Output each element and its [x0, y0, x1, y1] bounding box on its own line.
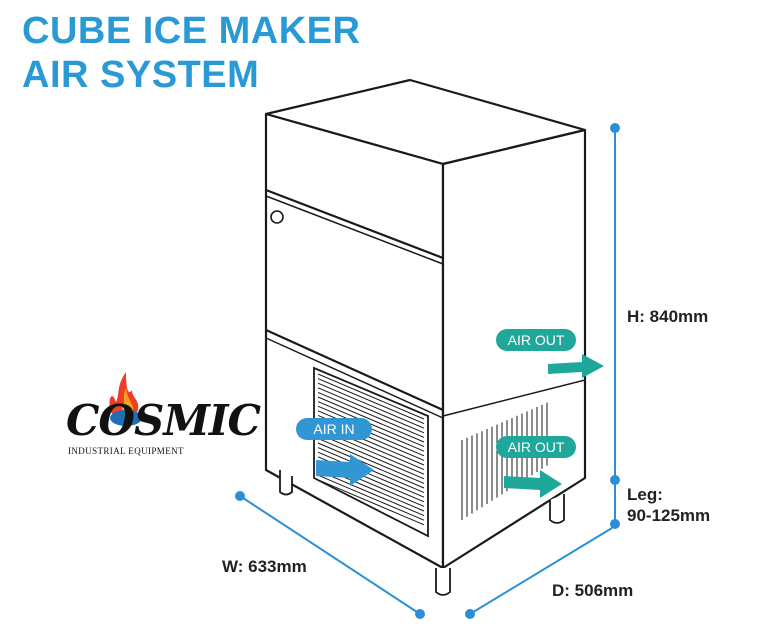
- leg-label-line1: Leg:: [627, 485, 663, 504]
- legs: [279, 470, 565, 596]
- grille-slat: [317, 442, 425, 489]
- grille-slat: [317, 387, 425, 434]
- flame-icon: [109, 372, 142, 426]
- page-title-line2: AIR SYSTEM: [22, 54, 260, 96]
- page-title-line1: CUBE ICE MAKER: [22, 10, 361, 52]
- height-label: H: 840mm: [627, 307, 709, 326]
- cabinet: [264, 78, 587, 570]
- grille-slat: [317, 437, 425, 484]
- grille-slat: [317, 391, 425, 438]
- air-out-label-upper: AIR OUT: [496, 329, 576, 351]
- leg-label-line2: 90-125mm: [627, 506, 711, 526]
- grille-slat: [317, 470, 425, 517]
- air-out-label-lower: AIR OUT: [496, 436, 576, 458]
- grille-slat: [317, 382, 425, 429]
- width-label: W: 633mm: [222, 557, 307, 576]
- air-out-arrow-upper: [548, 354, 604, 378]
- leg-label: Leg: 90-125mm: [627, 484, 710, 527]
- grille-slat: [317, 474, 425, 521]
- logo-wordmark: COSMIC: [66, 396, 261, 445]
- grille-slat: [317, 451, 425, 498]
- knob: [270, 210, 284, 224]
- air-in-arrow: [316, 454, 374, 486]
- grille-slat: [317, 433, 425, 480]
- grille-slat: [317, 373, 425, 420]
- depth-label: D: 506mm: [552, 581, 634, 600]
- air-in-label: AIR IN: [296, 418, 372, 440]
- grille-slat: [317, 479, 425, 526]
- cosmic-logo: COSMIC INDUSTRIAL EQUIPMENT: [66, 368, 262, 464]
- dimension-lines: [235, 123, 620, 619]
- air-out-arrow-lower: [504, 470, 562, 498]
- logo-subtitle: INDUSTRIAL EQUIPMENT: [68, 446, 184, 456]
- grille-slat: [317, 378, 425, 425]
- grille-slat: [317, 396, 425, 443]
